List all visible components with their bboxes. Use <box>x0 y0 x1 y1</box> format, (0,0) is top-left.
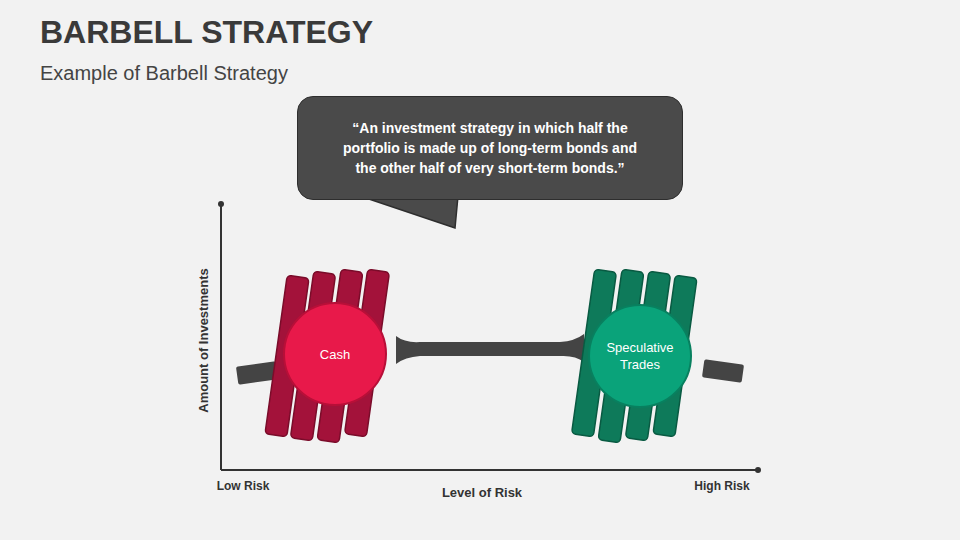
callout-tail <box>360 196 458 228</box>
bar <box>396 334 584 364</box>
callout-bubble: “An investment strategy in which half th… <box>297 96 683 200</box>
title: BARBELL STRATEGY <box>40 14 373 51</box>
x-axis <box>221 469 757 471</box>
node-text: Speculative Trades <box>604 339 676 373</box>
axis-label: Level of Risk <box>442 485 522 500</box>
node-text: Cash <box>320 347 350 362</box>
axis-dot <box>218 201 224 207</box>
axis-label: Amount of Investments <box>196 268 211 412</box>
axis-end-label: Low Risk <box>217 479 270 493</box>
node-text: “An investment strategy in which half th… <box>334 118 646 178</box>
speculative-circle: Speculative Trades <box>588 304 692 408</box>
cash-circle: Cash <box>283 302 387 406</box>
subtitle: Example of Barbell Strategy <box>40 62 288 85</box>
bar-handle <box>702 359 744 382</box>
axis-end-label: High Risk <box>694 479 749 493</box>
axis-dot <box>755 467 761 473</box>
y-axis <box>220 205 222 470</box>
